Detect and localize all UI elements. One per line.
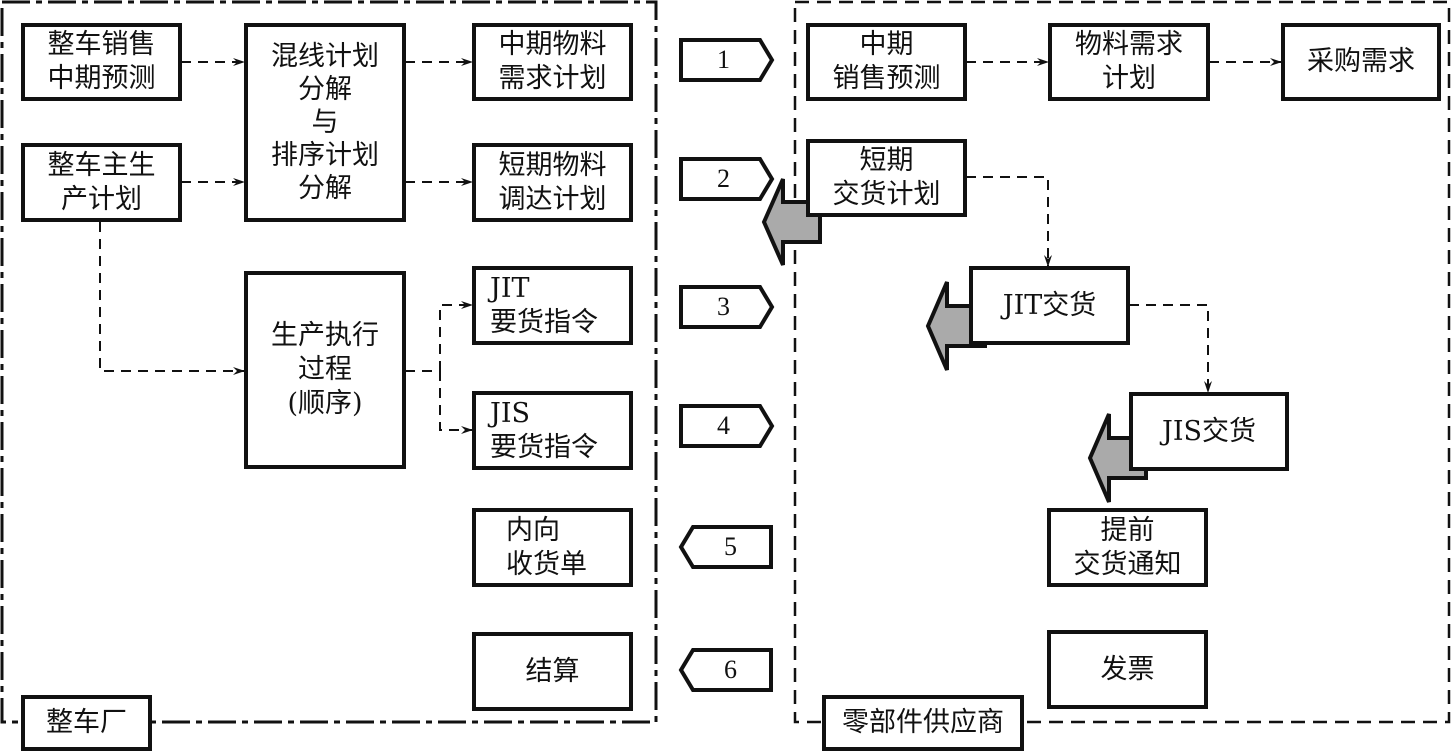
exchange-tag-3	[679, 285, 775, 329]
exchange-tag-2	[679, 157, 775, 201]
delivery-arrow-jit	[925, 281, 987, 371]
box-production-execution: 生产执行 过程 (顺序)	[244, 271, 406, 469]
exchange-number: 1	[717, 45, 730, 74]
box-invoice: 发票	[1047, 630, 1208, 709]
delivery-arrow-jis	[1087, 413, 1148, 503]
box-short-delivery-plan: 短期 交货计划	[806, 139, 967, 217]
box-mix-plan: 混线计划 分解 与 排序计划 分解	[244, 23, 406, 222]
exchange-tag-6	[678, 648, 773, 692]
box-purchase-requirement: 采购需求	[1281, 23, 1441, 101]
exchange-tag-5	[678, 525, 773, 569]
exchange-tag-4	[679, 404, 775, 448]
oem-label: 整车厂	[21, 695, 152, 751]
oem-boundary	[0, 0, 658, 724]
supplier-label: 零部件供应商	[822, 695, 1024, 751]
box-material-requirement-plan: 物料需求 计划	[1048, 23, 1210, 101]
box-settlement: 结算	[472, 632, 633, 711]
box-jis-delivery: JIS交货	[1129, 392, 1289, 471]
box-short-material-plan: 短期物料 调达计划	[472, 143, 633, 222]
box-mid-sales-forecast: 中期 销售预测	[806, 23, 967, 101]
flow-line	[439, 301, 473, 371]
box-inbound-receipt: 内向 收货单	[472, 508, 633, 587]
flow-line	[99, 222, 245, 375]
exchange-number: 6	[724, 655, 737, 684]
box-jit-order: JIT 要货指令	[472, 266, 633, 345]
box-jit-delivery: JIT交货	[969, 266, 1130, 345]
flow-line	[966, 176, 1052, 267]
box-sales-forecast: 整车销售 中期预测	[21, 23, 182, 101]
exchange-number: 2	[717, 164, 730, 193]
box-master-plan: 整车主生 产计划	[21, 143, 182, 222]
exchange-number: 3	[717, 292, 730, 321]
flow-line	[439, 371, 473, 434]
delivery-arrow-short	[761, 178, 822, 266]
exchange-tag-1	[679, 38, 775, 82]
exchange-number: 4	[717, 411, 730, 440]
supplier-boundary	[793, 0, 1451, 724]
box-mid-material-plan: 中期物料 需求计划	[472, 23, 633, 101]
exchange-number: 5	[724, 532, 737, 561]
flow-line	[1129, 304, 1212, 393]
box-advance-delivery-notice: 提前 交货通知	[1047, 508, 1208, 587]
box-jis-order: JIS 要货指令	[472, 391, 633, 470]
